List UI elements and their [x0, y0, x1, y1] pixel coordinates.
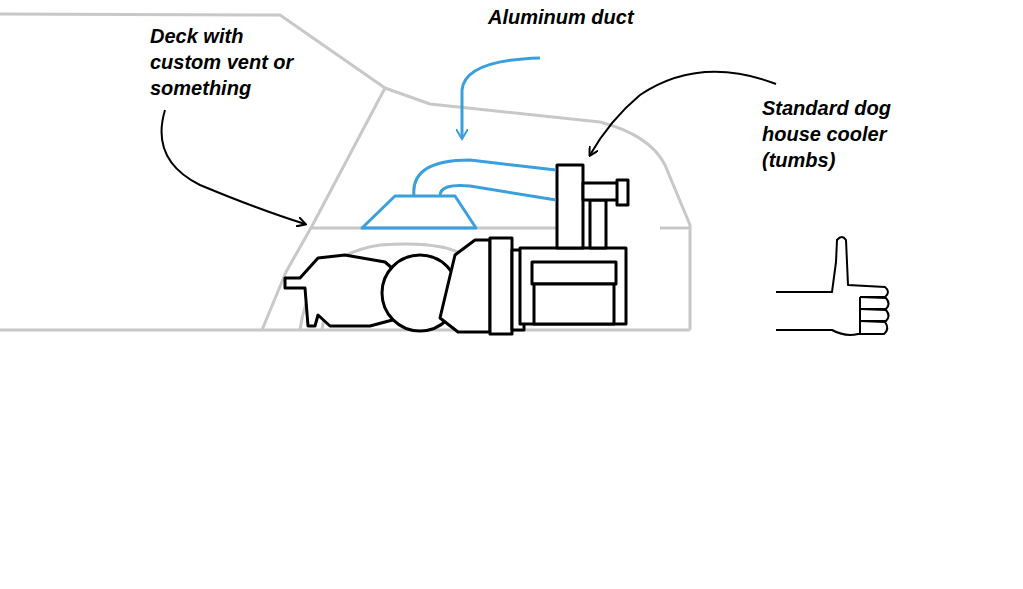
aluminum-duct	[362, 58, 556, 228]
vehicle-outline	[0, 14, 690, 330]
callout-label: Aluminum duct	[488, 4, 688, 30]
thumbs-up-hand	[776, 237, 889, 335]
leader-lines	[162, 72, 776, 224]
callout-label: Deck with custom vent or something	[150, 23, 315, 101]
engine	[285, 165, 628, 334]
callout-label: Standard dog house cooler (tumbs)	[762, 95, 927, 173]
